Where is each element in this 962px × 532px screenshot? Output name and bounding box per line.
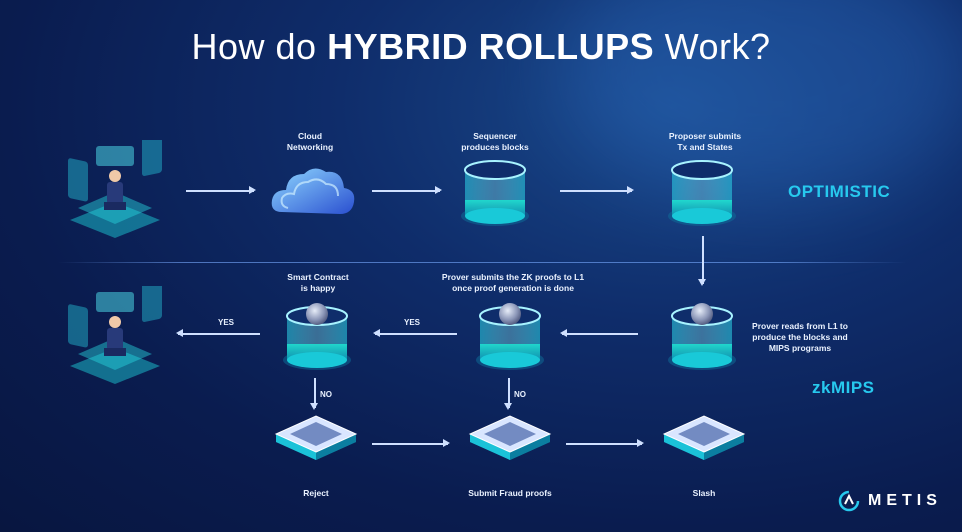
cloud-icon <box>271 168 355 214</box>
brand-name: METIS <box>868 492 942 509</box>
user-dashboard-icon <box>68 132 162 238</box>
yes-label-2: YES <box>404 318 421 327</box>
fraud-label: Submit Fraud proofs <box>468 488 552 498</box>
arrow-fraud-to-slash <box>566 440 644 446</box>
prover-submits-label: Prover submits the ZK proofs to L1 once … <box>441 272 585 293</box>
database-sphere-icon <box>668 303 736 370</box>
arrow-user-to-cloud <box>186 187 256 193</box>
no-label-2: NO <box>514 390 526 399</box>
sequencer-label: Sequencer produces blocks <box>461 131 529 152</box>
prover-submit-node <box>470 294 550 381</box>
prover-read-node <box>662 294 742 381</box>
arrow-yes-to-user <box>176 330 260 336</box>
sequencer-node <box>455 152 535 237</box>
database-cylinder-icon <box>668 160 736 226</box>
fraud-node <box>466 414 554 475</box>
reject-node <box>272 414 360 475</box>
arrow-proposer-to-prover <box>699 236 705 286</box>
metis-logo-icon <box>838 490 860 512</box>
user-dashboard-top <box>60 132 170 245</box>
cloud-label: Cloud Networking <box>286 131 334 152</box>
database-sphere-icon <box>476 303 544 370</box>
square-platform-icon <box>274 415 358 460</box>
database-sphere-icon <box>283 303 351 370</box>
slash-node <box>660 414 748 475</box>
square-platform-icon <box>662 415 746 460</box>
smart-contract-label: Smart Contract is happy <box>287 272 349 293</box>
metis-logo: METIS <box>838 490 942 512</box>
page-title: How do HYBRID ROLLUPS Work? <box>191 26 771 67</box>
arrow-sequencer-to-proposer <box>560 187 634 193</box>
reject-label: Reject <box>303 488 329 498</box>
arrow-cloud-to-sequencer <box>372 187 442 193</box>
proposer-label: Proposer submits Tx and States <box>668 131 742 152</box>
prover-reads-label: Prover reads from L1 to produce the bloc… <box>752 321 848 353</box>
cloud-node <box>268 158 358 233</box>
arrow-no-to-reject <box>311 378 317 410</box>
no-label-1: NO <box>320 390 332 399</box>
arrow-no-to-fraud <box>505 378 511 410</box>
smart-contract-node <box>277 294 357 381</box>
slash-label: Slash <box>692 488 716 498</box>
proposer-node <box>662 152 742 237</box>
user-dashboard-bottom <box>60 278 170 391</box>
yes-label-1: YES <box>218 318 235 327</box>
square-platform-icon <box>468 415 552 460</box>
arrow-yes-to-smart-contract <box>373 330 457 336</box>
user-dashboard-icon <box>68 278 162 384</box>
optimistic-label: OPTIMISTIC <box>788 182 891 201</box>
arrow-prover-read-to-submit <box>560 330 638 336</box>
arrow-reject-to-fraud <box>372 440 450 446</box>
section-divider <box>58 262 906 263</box>
zkmips-label: zkMIPS <box>812 378 875 397</box>
database-cylinder-icon <box>461 160 529 226</box>
